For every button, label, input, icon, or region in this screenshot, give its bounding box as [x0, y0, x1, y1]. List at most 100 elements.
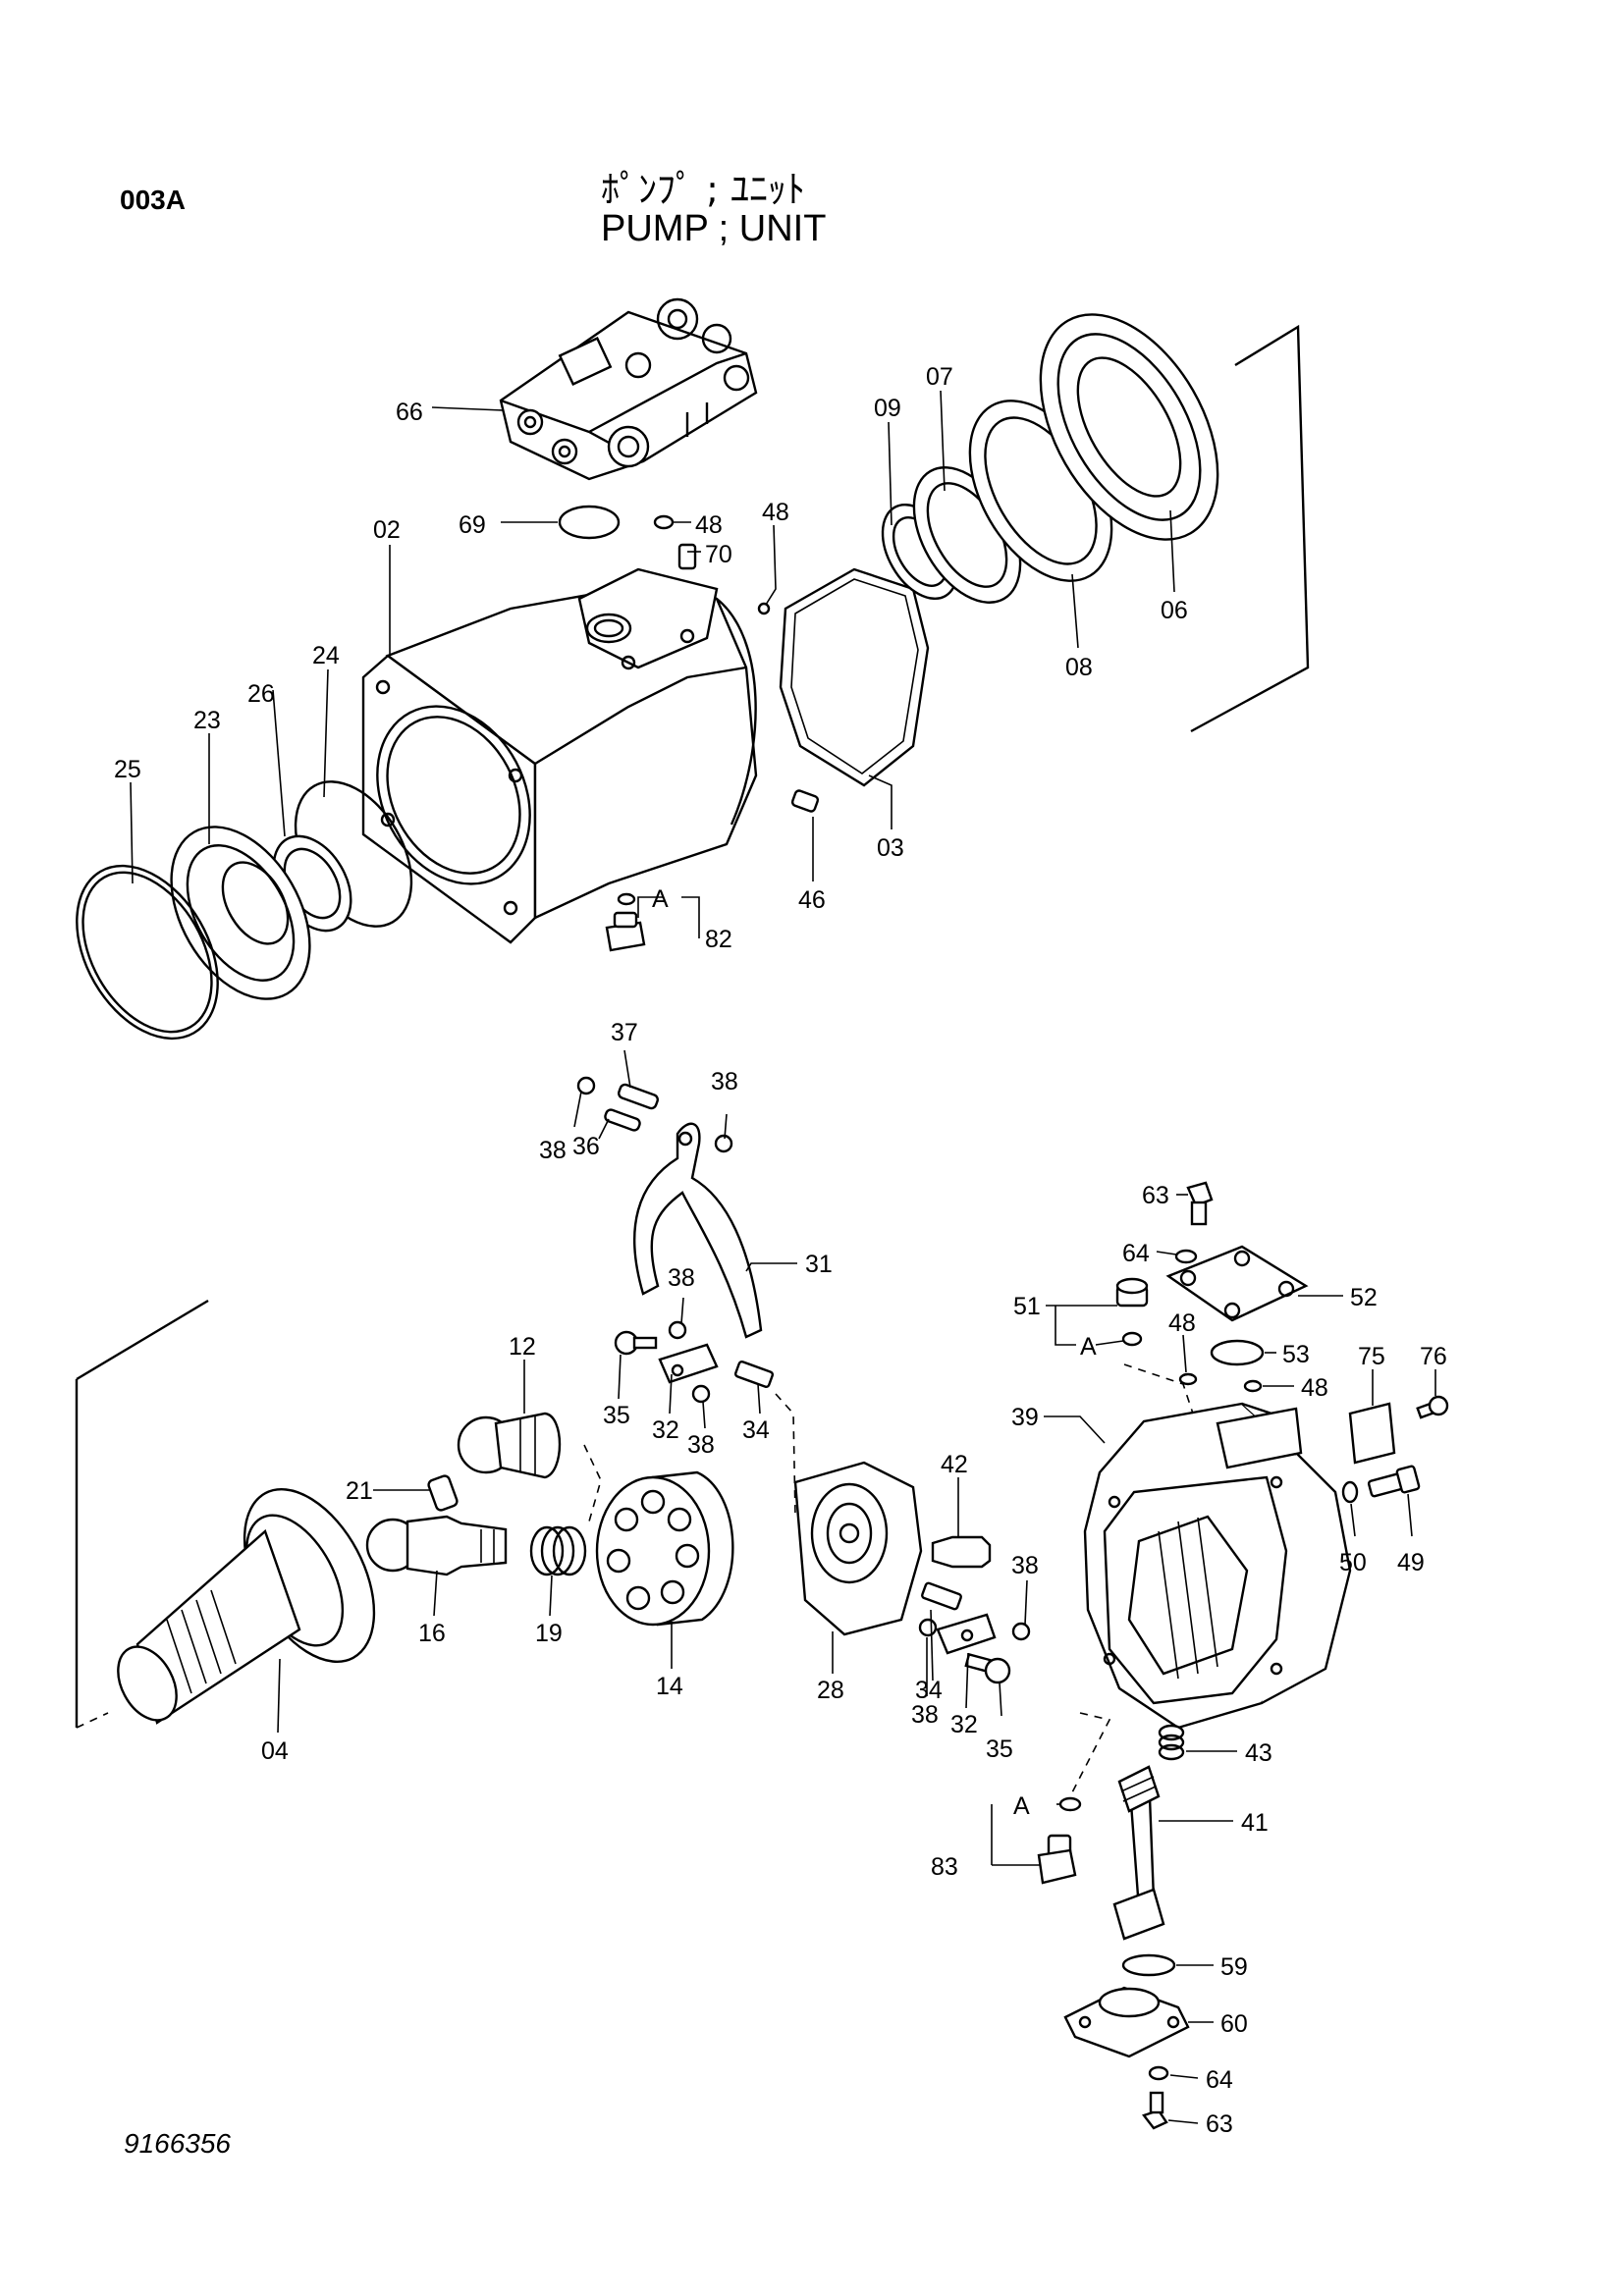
- dash-39-to-83: [1069, 1712, 1111, 1797]
- callout-75: 75: [1358, 1343, 1385, 1370]
- roller-bearing-part-06: [1039, 313, 1219, 541]
- callout-39: 39: [1011, 1404, 1039, 1431]
- seal-part-48c: [1178, 1372, 1198, 1386]
- callout-46: 46: [798, 886, 826, 914]
- pump-casing-part-02: [361, 567, 758, 944]
- callout-50: 50: [1339, 1549, 1367, 1576]
- o-ring-part-69: [558, 505, 621, 540]
- callout-69: 69: [459, 511, 486, 539]
- pin-part-35a: [614, 1330, 658, 1356]
- pin-part-46: [790, 789, 820, 813]
- callout-21: 21: [346, 1477, 373, 1505]
- callout-07: 07: [926, 363, 953, 391]
- pin-part-36: [604, 1108, 641, 1132]
- snap-ring-part-38d: [691, 1384, 711, 1404]
- leader-lines: [130, 390, 1436, 2124]
- snap-ring-part-25: [76, 864, 219, 1041]
- assembly-bracket-line: [1190, 324, 1310, 733]
- callout-a-lower: A: [1013, 1792, 1030, 1820]
- washer-part-64b: [1148, 2065, 1169, 2081]
- callout-42: 42: [941, 1451, 968, 1478]
- callout-35-upper: 35: [603, 1402, 630, 1429]
- pin-part-21: [427, 1474, 459, 1512]
- plate-part-75: [1348, 1402, 1396, 1465]
- spherical-bush-part-16: [365, 1515, 508, 1576]
- callout-63-bottom: 63: [1206, 2110, 1233, 2138]
- shaft-bracket-dash: [76, 1712, 109, 1729]
- callout-03: 03: [877, 834, 904, 862]
- callout-49: 49: [1397, 1549, 1425, 1576]
- shaft-bracket-line-top: [76, 1299, 209, 1381]
- title-japanese: ﾎﾟﾝﾌﾟ ; ﾕﾆｯﾄ: [601, 168, 805, 211]
- washer-part-50: [1341, 1480, 1359, 1504]
- spool-part-41: [1112, 1765, 1165, 1941]
- screw-part-76: [1416, 1395, 1449, 1419]
- callout-19: 19: [535, 1620, 563, 1647]
- seal-part-48d: [1243, 1379, 1263, 1393]
- callout-53: 53: [1282, 1341, 1310, 1368]
- callout-43: 43: [1245, 1739, 1272, 1767]
- screw-part-63a: [1186, 1181, 1214, 1226]
- callout-23: 23: [193, 707, 221, 734]
- callout-02: 02: [373, 516, 401, 544]
- dash-34-to-28: [775, 1393, 796, 1518]
- callout-51: 51: [1013, 1293, 1041, 1320]
- link-part-32b: [936, 1613, 997, 1655]
- callout-16: 16: [418, 1620, 446, 1647]
- callout-63-top: 63: [1142, 1182, 1169, 1209]
- callout-25: 25: [114, 756, 141, 783]
- callout-38-link: 38: [687, 1431, 715, 1459]
- cylinder-block-part-14: [595, 1470, 734, 1627]
- callout-32-upper: 32: [652, 1416, 679, 1444]
- callout-06: 06: [1161, 597, 1188, 624]
- callout-26: 26: [247, 680, 275, 708]
- callout-37: 37: [611, 1019, 638, 1046]
- callout-a-middle: A: [1080, 1333, 1097, 1361]
- callout-60: 60: [1220, 2010, 1248, 2038]
- dash-51-to-39: [1123, 1363, 1194, 1415]
- spring-part-43: [1158, 1724, 1185, 1761]
- o-ring-part-59: [1121, 1953, 1176, 1977]
- callout-38-right: 38: [1011, 1552, 1039, 1579]
- callout-38-lower: 38: [911, 1701, 939, 1729]
- callout-31: 31: [805, 1251, 833, 1278]
- callout-35-lower: 35: [986, 1735, 1013, 1763]
- callout-59: 59: [1220, 1953, 1248, 1981]
- stopper-part-34a: [733, 1360, 775, 1389]
- callout-14: 14: [656, 1673, 683, 1700]
- plug-part-51: [1115, 1277, 1149, 1347]
- callout-64-top: 64: [1122, 1240, 1150, 1267]
- front-cover-part-23: [170, 826, 311, 1000]
- plug-part-82: [605, 892, 646, 952]
- callout-64-bottom: 64: [1206, 2066, 1233, 2094]
- callout-24: 24: [312, 642, 340, 669]
- callout-48-casing: 48: [762, 499, 789, 526]
- servo-piston-part-28: [793, 1461, 923, 1636]
- callout-82: 82: [705, 926, 732, 953]
- pin-part-35b: [964, 1652, 1011, 1684]
- gasket-part-03: [779, 567, 930, 787]
- washer-part-64a: [1174, 1249, 1198, 1264]
- callout-76: 76: [1420, 1343, 1447, 1370]
- plug-part-83: [1037, 1796, 1082, 1885]
- pin-part-37: [618, 1083, 659, 1110]
- regulator-part-66: [499, 297, 758, 481]
- callout-28: 28: [817, 1677, 844, 1704]
- callout-34-upper: 34: [742, 1416, 770, 1444]
- callout-66: 66: [396, 399, 423, 426]
- seal-part-48b: [757, 602, 771, 615]
- snap-ring-part-38f: [918, 1618, 938, 1637]
- snap-ring-part-38b: [714, 1134, 733, 1153]
- callout-08: 08: [1065, 654, 1093, 681]
- callout-48-top: 48: [695, 511, 723, 539]
- snap-ring-part-38c: [668, 1320, 687, 1340]
- piston-part-12: [457, 1412, 562, 1479]
- callout-48-block: 48: [1301, 1374, 1328, 1402]
- cover-part-52: [1165, 1245, 1309, 1322]
- callout-32-lower: 32: [950, 1711, 978, 1738]
- tilting-lever-part-31: [632, 1122, 763, 1339]
- callout-34-lower: 34: [915, 1677, 943, 1704]
- page-code: 003A: [120, 185, 186, 215]
- screw-part-63b: [1142, 2091, 1168, 2130]
